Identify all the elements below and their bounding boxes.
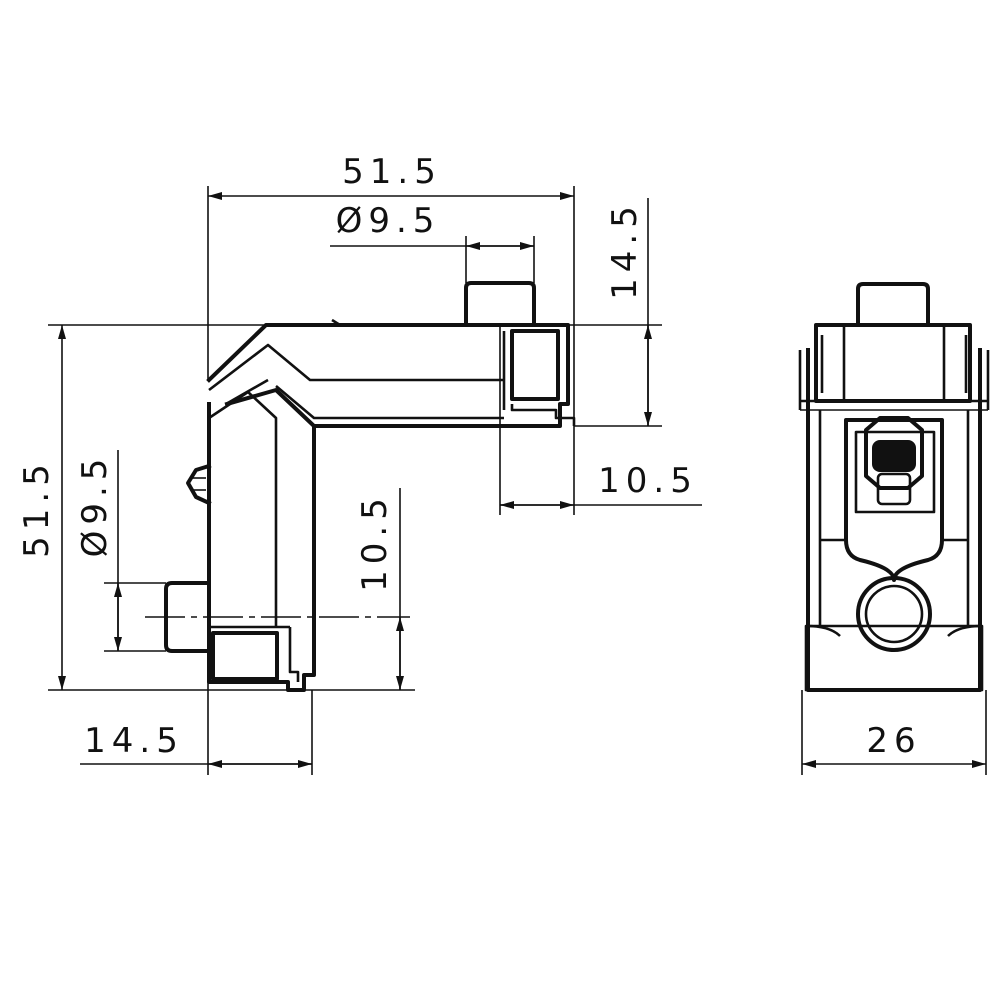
dim-left-height-label: 51.5 bbox=[17, 458, 57, 558]
set-screw bbox=[186, 463, 212, 506]
front-view bbox=[798, 282, 990, 692]
horizontal-arm-inner-line bbox=[208, 343, 504, 392]
top-stud bbox=[464, 281, 536, 327]
horizontal-end-cap-lip bbox=[510, 404, 576, 426]
dim-left-dia-label: Ø9.5 bbox=[75, 453, 115, 558]
front-hole-inner bbox=[864, 584, 924, 644]
vertical-end-cap-lip bbox=[288, 627, 300, 682]
hex-nut bbox=[864, 416, 924, 490]
front-top-stud bbox=[856, 282, 930, 327]
dim-inner-height-label: 10.5 bbox=[355, 492, 395, 592]
horizontal-arm-outline bbox=[206, 323, 570, 428]
front-view-dimensions: 26 bbox=[801, 690, 987, 775]
vertical-arm-outline bbox=[207, 402, 316, 692]
dim-right-offset-label: 10.5 bbox=[598, 461, 698, 501]
horizontal-end-cap bbox=[510, 329, 560, 401]
set-screw-tip bbox=[876, 472, 912, 506]
set-screw-front bbox=[872, 440, 916, 472]
dim-right-height-label: 14.5 bbox=[605, 200, 645, 300]
front-body-shoulder-right bbox=[947, 624, 983, 637]
front-top-cap bbox=[814, 323, 972, 403]
dim-top-width-label: 51.5 bbox=[342, 152, 442, 192]
horizontal-arm-lower-line bbox=[275, 385, 504, 420]
front-body-lower bbox=[804, 624, 984, 692]
front-body-shoulder-left bbox=[805, 624, 841, 637]
side-view bbox=[145, 281, 576, 692]
vertical-arm-inner-line-2 bbox=[225, 378, 269, 406]
vertical-end-cap bbox=[211, 631, 279, 681]
front-hole-outer bbox=[856, 576, 932, 652]
side-view-dimensions: 51.5 Ø9.5 14.5 10.5 51.5 Ø9.5 10.5 bbox=[17, 152, 702, 775]
vertical-arm-inner-line bbox=[208, 390, 278, 627]
dim-bottom-width-label: 14.5 bbox=[84, 721, 184, 761]
front-slot-inner bbox=[854, 430, 936, 514]
dim-top-dia-label: Ø9.5 bbox=[336, 201, 441, 241]
top-bump bbox=[331, 318, 341, 327]
dim-front-width-label: 26 bbox=[866, 721, 921, 761]
